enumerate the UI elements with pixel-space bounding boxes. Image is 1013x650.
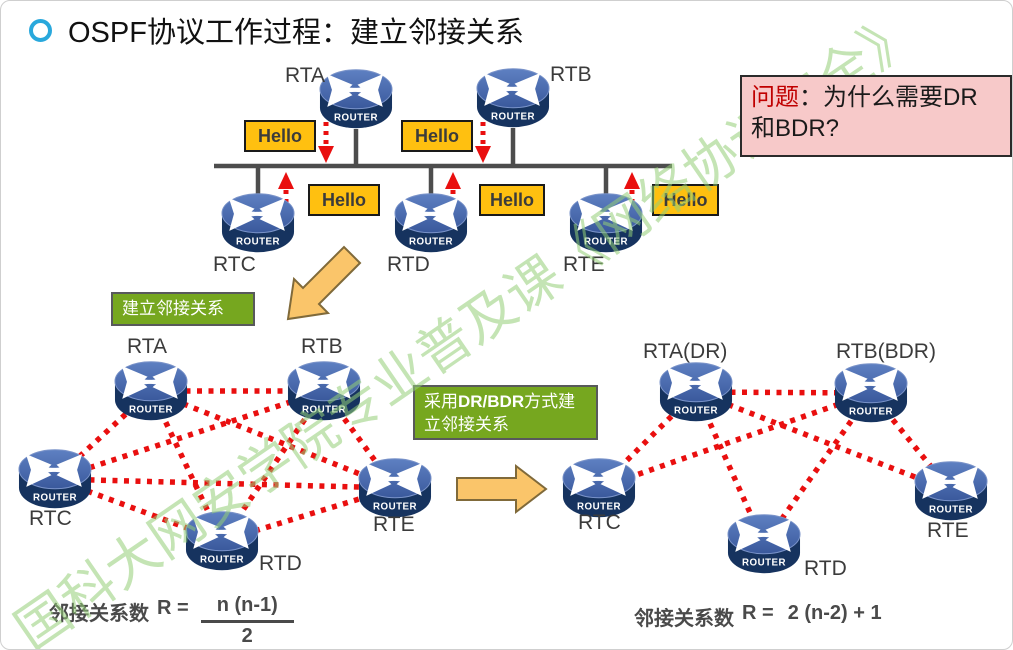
formula-dr-bdr: 邻接关系数 R = 2 (n-2) + 1	[634, 602, 882, 631]
router-top-rtc	[221, 192, 295, 254]
router-label: RTD	[387, 253, 430, 276]
router-mesh-rtd	[185, 510, 259, 572]
formula-expression: 2 (n-2) + 1	[787, 602, 882, 624]
router-mesh-rtb	[287, 360, 361, 422]
router-label: RTD	[804, 557, 847, 580]
arrow-down-left	[286, 245, 362, 321]
fraction-denominator: 2	[241, 625, 253, 647]
router-dr-rta	[659, 361, 733, 423]
router-dr-rtc	[562, 457, 636, 519]
fraction-numerator: n (n-1)	[200, 594, 294, 623]
router-label: RTB	[301, 335, 343, 358]
router-label: RTC	[578, 511, 621, 534]
step2-post: 方式建立邻接关系	[424, 392, 576, 434]
router-dr-rtd	[727, 513, 801, 575]
router-mesh-rta	[114, 360, 188, 422]
question-text: ：为什么需要DR和BDR?	[751, 84, 978, 143]
step1-box: 建立邻接关系	[111, 292, 255, 326]
hello-arrowheads	[278, 146, 640, 189]
hello-packet: Hello	[479, 184, 545, 216]
router-label: RTA(DR)	[643, 340, 728, 363]
router-label: RTC	[29, 507, 72, 530]
page-title: OSPF协议工作过程：建立邻接关系	[29, 9, 524, 51]
question-box: 问题：为什么需要DR和BDR?	[740, 75, 1012, 157]
router-label: RTA	[127, 335, 168, 358]
step2-box: 采用DR/BDR方式建立邻接关系	[413, 385, 598, 440]
hello-packet: Hello	[652, 184, 719, 216]
router-label: RTC	[213, 253, 256, 276]
fraction: n (n-1) 2	[200, 594, 294, 648]
router-top-rtd	[394, 192, 468, 254]
step2-pre: 采用	[424, 392, 458, 411]
router-label: RTE	[373, 513, 415, 536]
router-top-rta	[319, 68, 393, 130]
title-bullet-icon	[29, 18, 52, 42]
formula-r: R =	[742, 602, 774, 624]
router-label: RTE	[563, 253, 605, 276]
router-top-rte	[569, 192, 643, 254]
step2-bold: DR/BDR	[458, 392, 525, 411]
router-label: RTA	[285, 64, 326, 87]
formula-label: 邻接关系数	[49, 603, 149, 625]
router-label: RTB	[550, 63, 592, 86]
router-label: RTD	[259, 552, 302, 575]
question-prefix: 问题	[751, 84, 799, 111]
router-dr-rte	[914, 460, 988, 522]
title-text: OSPF协议工作过程：建立邻接关系	[68, 17, 524, 49]
router-mesh-rte	[358, 457, 432, 519]
router-top-rtb	[476, 67, 550, 129]
router-mesh-rtc	[18, 448, 92, 510]
router-label: RTB(BDR)	[836, 340, 936, 363]
hello-packet: Hello	[401, 120, 473, 152]
arrow-right	[456, 463, 548, 515]
router-label: RTE	[927, 519, 969, 542]
formula-r: R =	[157, 597, 189, 619]
hello-packet: Hello	[308, 184, 380, 216]
hello-packet: Hello	[244, 120, 316, 152]
router-dr-rtb	[834, 362, 908, 424]
formula-label: 邻接关系数	[634, 608, 734, 630]
formula-full-mesh: 邻接关系数 R = n (n-1) 2	[49, 594, 294, 648]
